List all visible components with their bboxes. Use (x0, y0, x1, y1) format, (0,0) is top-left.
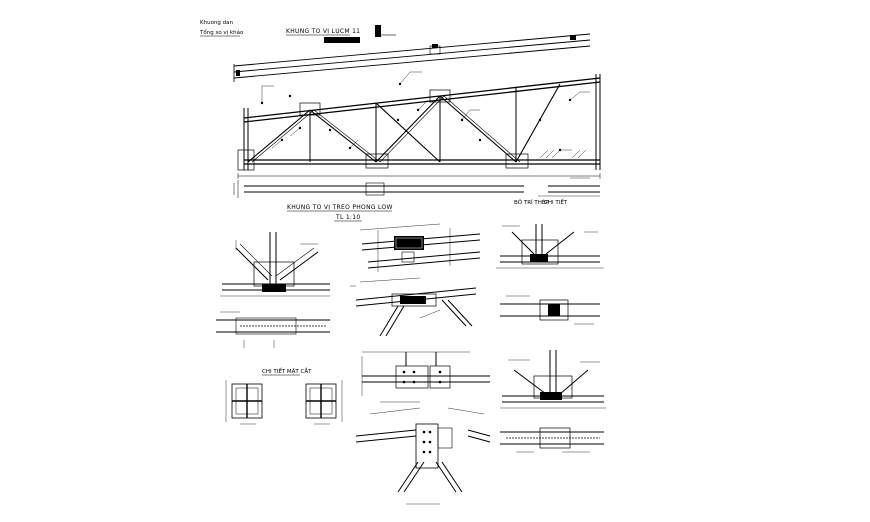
detail-1 (220, 232, 330, 297)
truss-plan (233, 177, 600, 198)
detail-7-plan (500, 427, 604, 453)
detail-5 (361, 351, 490, 403)
detail-4-plan (500, 295, 600, 325)
detail-3 (350, 277, 477, 337)
detail-2 (359, 223, 481, 272)
detail-4 (496, 224, 604, 269)
corner-note-line-2: Tổng so vị khảo (199, 29, 244, 36)
plan-scale: TL 1:10 (335, 214, 361, 221)
elevation-title: KHUNG TO VỊ LỤCM 11 (286, 28, 360, 35)
title-bar-mark (324, 37, 360, 43)
plan-title: KHUNG TO VỊ TREO PHONG LOW (287, 204, 393, 211)
title-l-mark (375, 25, 381, 37)
section-a (225, 380, 263, 425)
corner-note-line-1: Khuong dan (200, 20, 234, 26)
detail-7 (500, 350, 606, 409)
detail-1-plan (216, 311, 330, 348)
truss-elevation (233, 33, 601, 179)
section-label: CHI TIẾT MẶT CẮT (262, 367, 312, 375)
detail-6 (355, 407, 491, 505)
plan-note-1: BỐ TRÍ THÉP (514, 198, 549, 206)
plan-note-2: CHI TIẾT (544, 198, 568, 206)
section-b (305, 380, 343, 425)
